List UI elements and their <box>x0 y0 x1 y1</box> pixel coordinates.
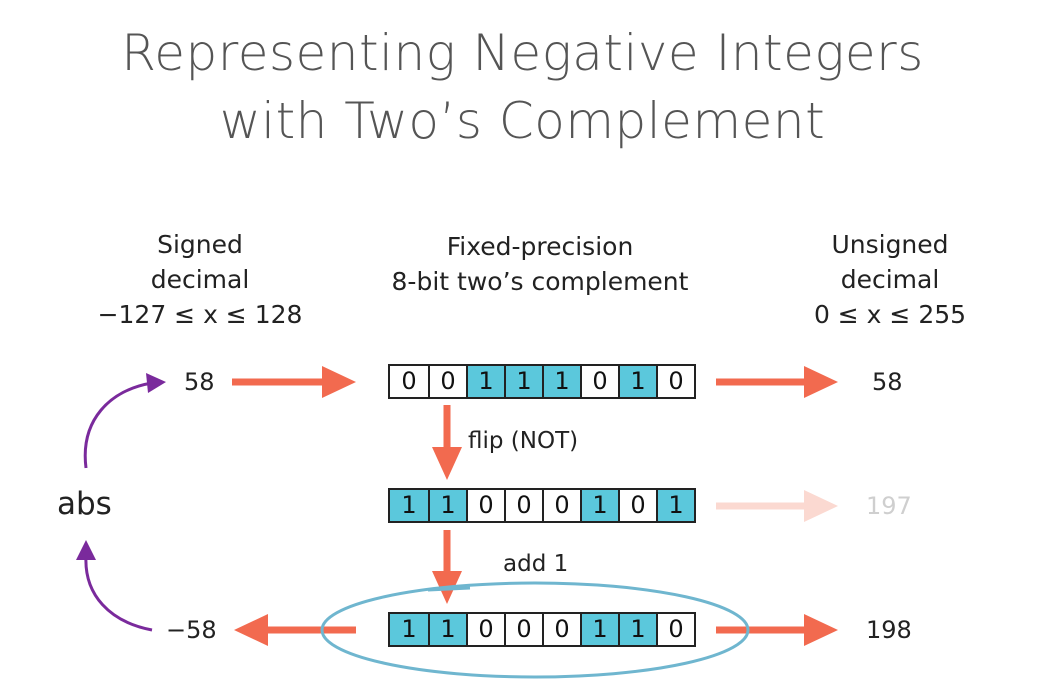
bit-cell: 0 <box>504 490 542 521</box>
bit-cell: 1 <box>580 490 618 521</box>
bit-cell: 1 <box>466 366 504 397</box>
fixed-header-line2: 8-bit two’s complement <box>391 267 689 296</box>
bit-cell: 0 <box>580 366 618 397</box>
signed-header-line2: decimal <box>150 265 250 294</box>
abs-arrow-up <box>83 373 166 469</box>
signed-range: −127 ≤ x ≤ 128 <box>97 300 303 329</box>
bit-cell: 1 <box>580 614 618 645</box>
arrow-bits-to-unsigned-198 <box>716 614 838 646</box>
bit-cell: 0 <box>466 490 504 521</box>
arrow-flip-down <box>432 405 462 480</box>
bit-cell: 1 <box>504 366 542 397</box>
arrow-bits-to-signed-neg58 <box>234 614 356 646</box>
bit-cell: 1 <box>428 614 466 645</box>
unsigned-range: 0 ≤ x ≤ 255 <box>813 300 967 329</box>
highlight-ellipse <box>320 581 750 679</box>
bit-cell: 1 <box>618 366 656 397</box>
flip-label: flip (NOT) <box>468 428 579 454</box>
arrow-bits-to-unsigned-58 <box>716 366 838 398</box>
unsigned-header-line1: Unsigned <box>831 230 949 259</box>
unsigned-decimal-header: Unsigned decimal 0 ≤ x ≤ 255 <box>770 227 1010 332</box>
bit-cell: 1 <box>618 614 656 645</box>
arrow-signed-to-bits <box>232 366 356 398</box>
fixed-header-line1: Fixed-precision <box>446 232 634 261</box>
bit-cell: 1 <box>656 490 694 521</box>
signed-value-58: 58 <box>184 368 215 396</box>
arrow-add-one-down <box>432 530 462 604</box>
bit-cell: 0 <box>542 614 580 645</box>
bit-cell: 0 <box>618 490 656 521</box>
unsigned-value-197: 197 <box>866 492 912 520</box>
abs-arrow-from-bottom <box>76 540 153 632</box>
signed-decimal-header: Signed decimal −127 ≤ x ≤ 128 <box>80 227 320 332</box>
fixed-precision-header: Fixed-precision 8-bit two’s complement <box>340 229 740 299</box>
title-line-2: with Two’s Complement <box>219 92 826 150</box>
bit-cell: 0 <box>656 366 694 397</box>
title-line-1: Representing Negative Integers <box>121 24 924 82</box>
bit-cell: 0 <box>401 367 417 395</box>
arrow-bits-to-unsigned-197 <box>716 490 838 522</box>
bit-cell: 0 <box>504 614 542 645</box>
signed-header-line1: Signed <box>157 230 243 259</box>
unsigned-value-58: 58 <box>872 368 903 396</box>
bit-cell: 0 <box>542 490 580 521</box>
bit-cell: 0 <box>428 366 466 397</box>
bit-cell: 1 <box>390 490 428 521</box>
bit-cell: 1 <box>542 366 580 397</box>
bit-cell: 1 <box>390 614 428 645</box>
unsigned-header-line2: decimal <box>840 265 940 294</box>
bit-cell: 1 <box>428 490 466 521</box>
pen-mark <box>427 586 471 592</box>
abs-label: abs <box>57 486 112 522</box>
add-one-label: add 1 <box>503 551 569 577</box>
unsigned-value-198: 198 <box>866 616 912 644</box>
bit-cell: 0 <box>466 614 504 645</box>
signed-value-neg58: −58 <box>166 616 217 644</box>
bit-cell: 0 <box>656 614 694 645</box>
